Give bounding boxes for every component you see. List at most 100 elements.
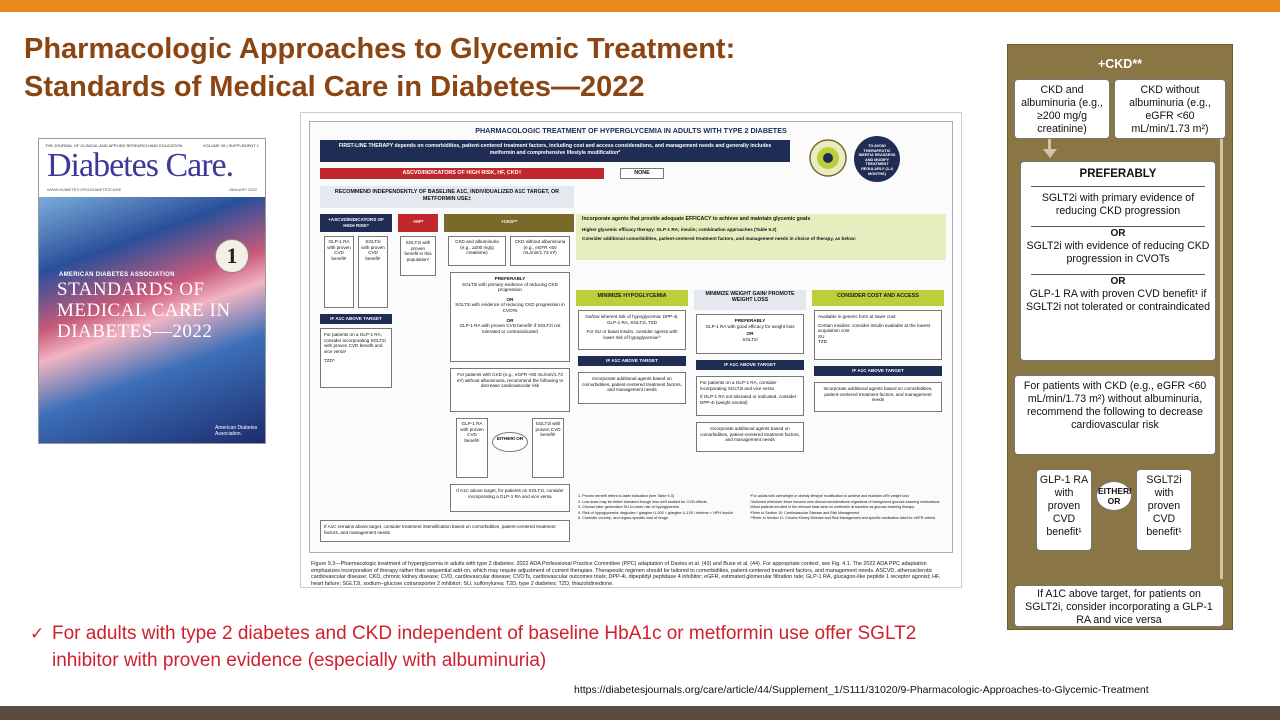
footnote-b: †Actioned whenever these become new clin…: [750, 499, 940, 504]
ckd-zoom-panel: +CKD** CKD and albuminuria (e.g., ≥200 m…: [1007, 44, 1233, 630]
zoom-preferably-label: PREFERABLY: [1079, 168, 1157, 180]
ckd-albuminuria: CKD and albuminuria (e.g., ≥200 mg/g cre…: [448, 236, 506, 266]
zoom-ckd-albuminuria: CKD and albuminuria (e.g., ≥200 mg/g cre…: [1014, 79, 1110, 139]
weight-header: MINIMIZE WEIGHT GAIN/ PROMOTE WEIGHT LOS…: [694, 290, 806, 310]
col-ascvd-header: +ASCVD/INDICATORS OF HIGH RISK*: [320, 214, 392, 232]
title-line-2: Standards of Medical Care in Diabetes—20…: [24, 71, 645, 103]
figure-header: PHARMACOLOGIC TREATMENT OF HYPERGLYCEMIA…: [475, 126, 787, 135]
algorithm-flowchart: PHARMACOLOGIC TREATMENT OF HYPERGLYCEMIA…: [309, 121, 953, 553]
title-line-1: Pharmacologic Approaches to Glycemic Tre…: [24, 33, 736, 65]
zoom-ckd-no-albuminuria: CKD without albuminuria (e.g., eGFR <60 …: [1114, 79, 1226, 139]
target-icon: [809, 139, 847, 177]
weight-box: PREFERABLY GLP-1 RA with good efficacy f…: [696, 314, 804, 354]
footnote-3: 3. Choose later generation SU to lower r…: [578, 505, 679, 510]
hypo-box: No/low inherent risk of hypoglycemia: DP…: [578, 310, 686, 350]
zoom-connector-1: [1048, 139, 1051, 151]
top-accent-bar: [0, 0, 1280, 12]
cost-incorporate: Incorporate additional agents based on c…: [814, 382, 942, 412]
zoom-divider: [1031, 186, 1205, 187]
ckd-glp1: GLP-1 RA with proven CVD benefit¹: [456, 418, 488, 478]
footnote-5: 5. Consider country- and region-specific…: [578, 516, 668, 521]
zoom-divider: [1031, 274, 1205, 275]
zoom-or-2: OR: [1110, 276, 1126, 287]
cost-item-1: Certain insulins: consider insulin avail…: [818, 322, 931, 334]
cover-org: AMERICAN DIABETES ASSOCIATION: [59, 272, 175, 278]
zoom-or-1: OR: [1110, 228, 1126, 239]
weight-a1c-above: IF A1C ABOVE TARGET: [696, 360, 804, 370]
supplement-badge: 1: [215, 239, 249, 273]
zoom-connector-right: [1220, 139, 1223, 579]
cost-item-2: SU: [818, 333, 825, 339]
cover-url: WWW.DIABETES.ORG/DIABETESCARE: [47, 187, 122, 192]
footnote-1: 1. Proven benefit refers to label indica…: [578, 494, 674, 498]
zoom-option-3: GLP-1 RA with proven CVD benefit¹ if SGL…: [1025, 288, 1211, 313]
source-url[interactable]: https://diabetesjournals.org/care/articl…: [574, 684, 1149, 696]
footnotes-left: 1. Proven benefit refers to label indica…: [578, 494, 748, 550]
ascvd-glp1: GLP-1 RA with proven CVD benefit¹: [324, 236, 354, 308]
cover-volume: VOLUME 45 | SUPPLEMENT 1: [202, 143, 259, 148]
reassess-circle: TO AVOID THERAPEUTIC INERTIA REASSESS AN…: [854, 136, 900, 182]
algorithm-figure: PHARMACOLOGIC TREATMENT OF HYPERGLYCEMIA…: [300, 112, 962, 588]
weight-a1c-action: For patients on a GLP-1 RA, consider inc…: [696, 376, 804, 416]
footnote-c: ‡Most patients enrolled in the relevant …: [750, 505, 915, 510]
footnotes-right: *For adults with overweight or obesity l…: [750, 494, 946, 550]
zoom-a1c-above: If A1C above target, for patients on SGL…: [1014, 585, 1224, 627]
ckd-sglt2i: SGLT2i with proven CVD benefit¹: [532, 418, 564, 478]
weight-a1c-text: For patients on a GLP-1 RA, consider inc…: [700, 380, 777, 391]
figure-caption: Figure 9.3—Pharmacologic treatment of hy…: [311, 561, 941, 587]
weight-preferably: PREFERABLY: [734, 318, 766, 323]
footnote-a: *For adults with overweight or obesity l…: [750, 494, 909, 498]
weight-text: GLP-1 RA with good efficacy for weight l…: [705, 323, 795, 329]
cover-logo: Diabetes Care.: [47, 147, 234, 184]
ckd-no-albuminuria: CKD without albuminuria (e.g., eGFR <60 …: [510, 236, 570, 266]
cost-a1c-above: IF A1C ABOVE TARGET: [814, 366, 942, 376]
hypo-header: MINIMIZE HYPOGLYCEMIA: [576, 290, 688, 306]
cost-item-3: TZD: [818, 339, 827, 345]
cost-text: Available in generic form at lower cost:: [818, 314, 897, 319]
key-point-text: For adults with type 2 diabetes and CKD …: [52, 623, 917, 671]
higher-efficacy-text: Higher glycemic efficacy therapy: GLP-1 …: [582, 226, 777, 232]
cost-box: Available in generic form at lower cost:…: [814, 310, 942, 360]
ckd-opt1: SGLT2i with primary evidence of reducing…: [462, 281, 558, 293]
efficacy-text: Incorporate agents that provide adequate…: [582, 216, 811, 222]
zoom-patients-ckd: For patients with CKD (e.g., eGFR <60 mL…: [1014, 375, 1216, 455]
footnote-2: 2. Low dose may be better tolerated thou…: [578, 499, 707, 504]
cover-header: [39, 139, 265, 197]
consider-text: Consider additional comorbidities, patie…: [582, 236, 857, 242]
hypo-text: No/low inherent risk of hypoglycemia: DP…: [585, 314, 679, 325]
ckd-preferably-box: PREFERABLY SGLT2i with primary evidence …: [450, 272, 570, 362]
ascvd-a1c-above: IF A1C ABOVE TARGET: [320, 314, 392, 324]
cost-header: CONSIDER COST AND ACCESS: [812, 290, 944, 306]
cover-date: JANUARY 2022: [228, 187, 257, 192]
weight-or: OR: [746, 331, 754, 337]
zoom-either-or: EITHER/ OR: [1096, 481, 1132, 511]
bottom-footer-bar: [0, 706, 1280, 720]
ckd-patients-box: For patients with CKD (e.g., eGFR <60 mL…: [450, 368, 570, 412]
zoom-arrow-down-icon: [1043, 149, 1057, 158]
zoom-option-1: SGLT2i with primary evidence of reducing…: [1041, 192, 1195, 217]
weight-a1c-text-2: If GLP-1 RA not tolerated or indicated, …: [700, 394, 797, 405]
cover-tagline: THE JOURNAL OF CLINICAL AND APPLIED RESE…: [45, 143, 183, 148]
slide-title: Pharmacologic Approaches to Glycemic Tre…: [24, 30, 984, 106]
col-hf-header: +HF*: [398, 214, 438, 232]
weight-sglt2i: SGLT2i: [742, 336, 758, 342]
zoom-header: +CKD**: [1097, 57, 1143, 71]
zoom-divider: [1031, 226, 1205, 227]
ada-logo: American Diabetes Association.: [215, 425, 258, 437]
hypo-a1c-above: IF A1C ABOVE TARGET: [578, 356, 686, 366]
ascvd-sglt2i: SGLT2i with proven CVD benefit¹: [358, 236, 388, 308]
ckd-preferably-label: PREFERABLY: [494, 276, 526, 281]
ckd-opt2: SGLT2i with evidence of reducing CKD pro…: [455, 302, 565, 313]
checkmark-icon: ✓: [30, 624, 45, 643]
ascvd-indicators-bar: ASCVD/INDICATORS OF HIGH RISK, HF, CKD†: [320, 168, 604, 179]
ascvd-a1c-text: For patients on a GLP-1 RA, consider inc…: [324, 332, 386, 354]
weight-incorporate: Incorporate additional agents based on c…: [696, 422, 804, 452]
first-line-therapy: FIRST-LINE THERAPY depends on comorbidit…: [320, 140, 790, 162]
zoom-sglt2i: SGLT2i with proven CVD benefit¹: [1136, 469, 1192, 551]
zoom-option-2: SGLT2i with evidence of reducing CKD pro…: [1026, 240, 1210, 265]
ckd-a1c-above: If A1C above target, for patients on SGL…: [450, 484, 570, 512]
ckd-either-or: EITHER/ OR: [492, 432, 528, 452]
recommend-banner: RECOMMEND INDEPENDENTLY OF BASELINE A1C,…: [320, 186, 574, 208]
footnote-4: 4. Risk of hypoglycemia: degludec / glar…: [578, 510, 733, 515]
